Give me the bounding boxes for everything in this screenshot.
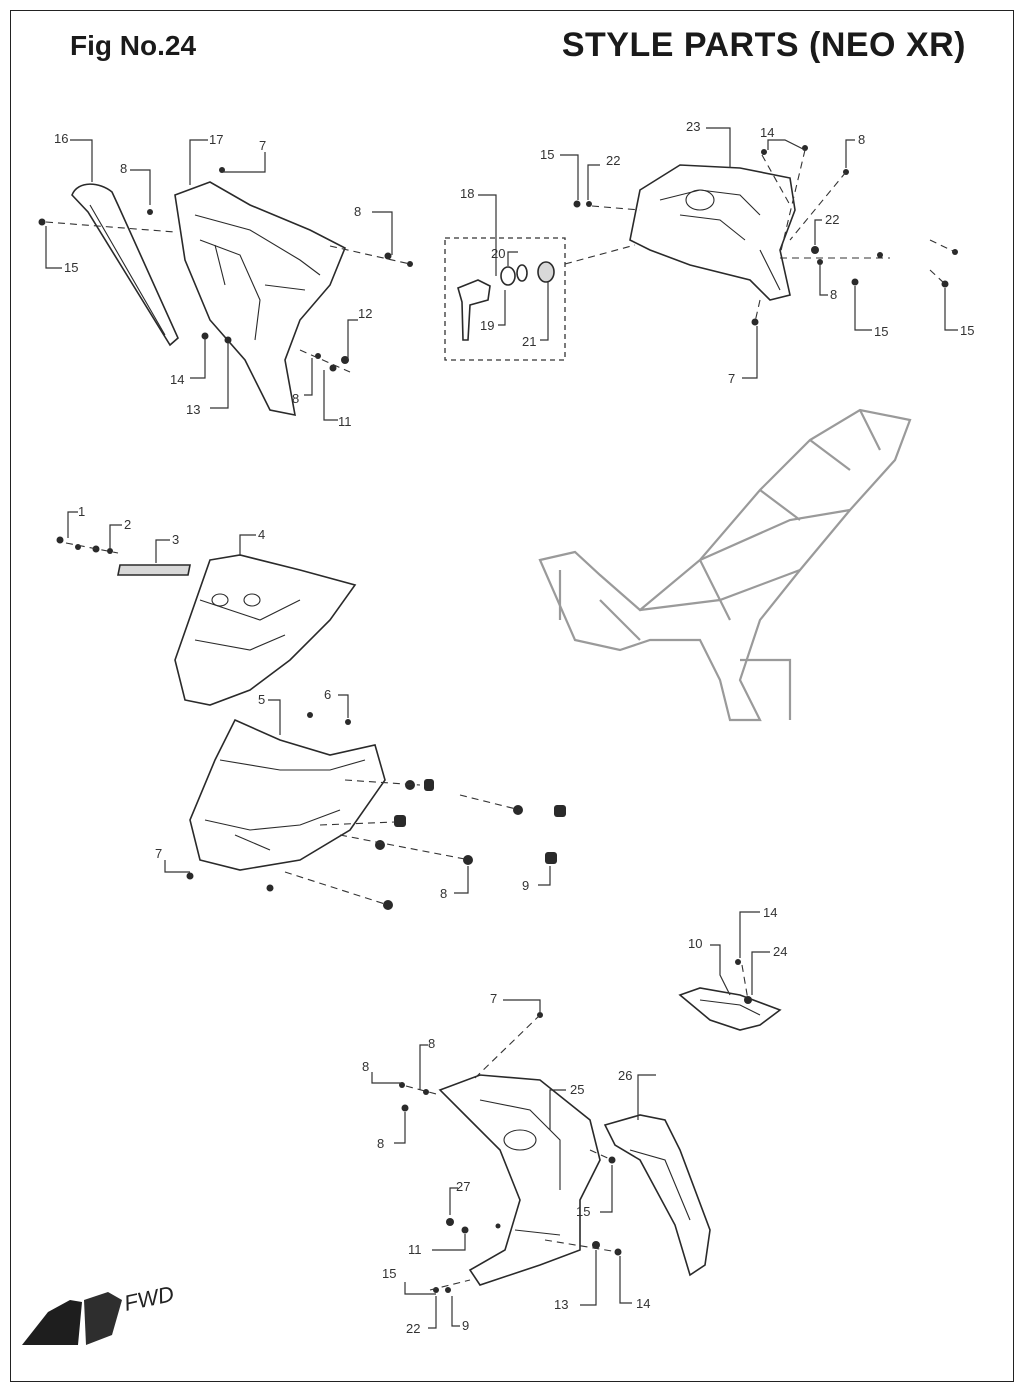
callout-6: 6	[324, 687, 331, 702]
callout-22: 22	[406, 1321, 420, 1336]
fwd-label: FWD	[122, 1281, 176, 1316]
callout-14: 14	[170, 372, 184, 387]
callout-16: 16	[54, 131, 68, 146]
callout-15: 15	[874, 324, 888, 339]
scooter-frame	[538, 408, 912, 722]
callout-21: 21	[522, 334, 536, 349]
part-25-leg-shield	[438, 1074, 601, 1286]
callout-15: 15	[960, 323, 974, 338]
callout-8: 8	[354, 204, 361, 219]
callout-12: 12	[358, 306, 372, 321]
callout-4: 4	[258, 527, 265, 542]
callout-13: 13	[186, 402, 200, 417]
callout-7: 7	[490, 991, 497, 1006]
callout-8: 8	[292, 391, 299, 406]
part-26-side-strip	[603, 1114, 711, 1277]
callout-8: 8	[830, 287, 837, 302]
callout-11: 11	[338, 414, 352, 429]
callout-8: 8	[440, 886, 447, 901]
callout-8: 8	[120, 161, 127, 176]
callout-8: 8	[362, 1059, 369, 1074]
callout-5: 5	[258, 692, 265, 707]
part-3-emblem	[117, 564, 191, 576]
callout-7: 7	[728, 371, 735, 386]
fwd-arrow-icon-tail	[84, 1292, 122, 1345]
part-23-meter-cover	[629, 164, 796, 301]
callout-15: 15	[576, 1204, 590, 1219]
callout-15: 15	[64, 260, 78, 275]
callout-8: 8	[428, 1036, 435, 1051]
leader-lines	[45, 127, 958, 1329]
callout-23: 23	[686, 119, 700, 134]
figure-title: STYLE PARTS (NEO XR)	[561, 26, 966, 64]
callout-3: 3	[172, 532, 179, 547]
fwd-arrow-icon	[22, 1300, 82, 1345]
callout-2: 2	[124, 517, 131, 532]
callout-11: 11	[408, 1242, 422, 1257]
callout-9: 9	[522, 878, 529, 893]
key-set-box	[444, 237, 566, 361]
callout-8: 8	[858, 132, 865, 147]
callout-8: 8	[377, 1136, 384, 1151]
part-5-front-grille	[189, 718, 386, 871]
callout-22: 22	[825, 212, 839, 227]
callout-18: 18	[460, 186, 474, 201]
callout-numbers: 16 8 17 7 15 8 12 14 13 8 11 18 20 19 21…	[54, 119, 974, 1336]
callout-7: 7	[155, 846, 162, 861]
callout-17: 17	[209, 132, 223, 147]
callout-10: 10	[688, 936, 702, 951]
part-4-front-cover	[174, 554, 357, 706]
callout-1: 1	[78, 504, 85, 519]
callout-27: 27	[456, 1179, 470, 1194]
part-17-inner-cover	[174, 181, 347, 417]
callout-26: 26	[618, 1068, 632, 1083]
callout-20: 20	[491, 246, 505, 261]
callout-7: 7	[259, 138, 266, 153]
assembly-lines	[45, 149, 956, 1291]
callout-14: 14	[760, 125, 774, 140]
callout-19: 19	[480, 318, 494, 333]
callout-14: 14	[763, 905, 777, 920]
callout-22: 22	[606, 153, 620, 168]
callout-25: 25	[570, 1082, 584, 1097]
callout-14: 14	[636, 1296, 650, 1311]
fwd-indicator: FWD	[22, 1281, 176, 1345]
callout-9: 9	[462, 1318, 469, 1333]
callout-15: 15	[382, 1266, 396, 1281]
callout-24: 24	[773, 944, 787, 959]
drawing-sheet	[10, 10, 1014, 1382]
part-24-small-cover	[678, 987, 782, 1031]
callout-13: 13	[554, 1297, 568, 1312]
callout-15: 15	[540, 147, 554, 162]
figure-number: Fig No.24	[70, 30, 197, 61]
part-16-side-strip	[71, 183, 179, 347]
